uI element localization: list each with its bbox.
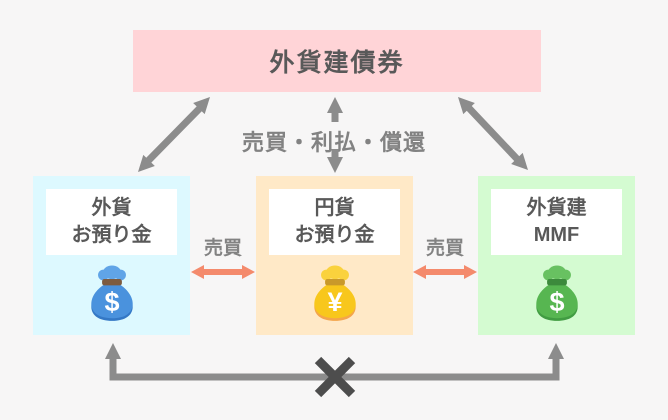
double-arrow-trade-right-icon — [413, 265, 477, 279]
mmf-label: 外貨建 MMF — [491, 189, 622, 255]
foreign-deposit-box: 外貨 お預り金 $ — [33, 176, 190, 335]
foreign-deposit-label-line2: お預り金 — [71, 224, 152, 246]
trade-label-right: 売買 — [425, 238, 464, 259]
dollar-money-bag-blue-icon: $ — [90, 265, 133, 321]
mmf-label-line2: MMF — [533, 224, 580, 246]
arrow-up-bond-yen-icon — [327, 97, 343, 122]
bond-box-label: 外貨建債券 — [269, 49, 405, 77]
mmf-box: 外貨建 MMF $ — [478, 176, 635, 335]
double-arrow-bond-foreign-deposit-icon — [138, 97, 210, 172]
foreign-deposit-label: 外貨 お預り金 — [46, 189, 177, 255]
yen-deposit-label: 円貨 お預り金 — [269, 189, 400, 255]
dollar-symbol: $ — [104, 287, 119, 317]
bond-box: 外貨建債券 — [133, 30, 541, 92]
trade-label-left: 売買 — [203, 238, 242, 259]
mmf-label-line1: 外貨建 — [526, 197, 587, 219]
yen-symbol: ¥ — [327, 287, 342, 317]
x-mark-icon — [314, 356, 356, 398]
arrow-down-bond-yen-icon — [327, 149, 343, 173]
double-arrow-trade-left-icon — [191, 265, 255, 279]
yen-deposit-box: 円貨 お預り金 ¥ — [256, 176, 413, 335]
dollar-symbol: $ — [549, 287, 564, 317]
yen-deposit-label-line2: お預り金 — [294, 224, 375, 246]
no-direct-exchange-connector-icon — [105, 343, 564, 398]
yen-money-bag-yellow-icon: ¥ — [313, 265, 356, 321]
double-arrow-bond-mmf-icon — [458, 97, 528, 170]
foreign-deposit-label-line1: 外貨 — [91, 197, 132, 219]
yen-deposit-label-line1: 円貨 — [314, 197, 355, 219]
dollar-money-bag-green-icon: $ — [535, 265, 578, 321]
